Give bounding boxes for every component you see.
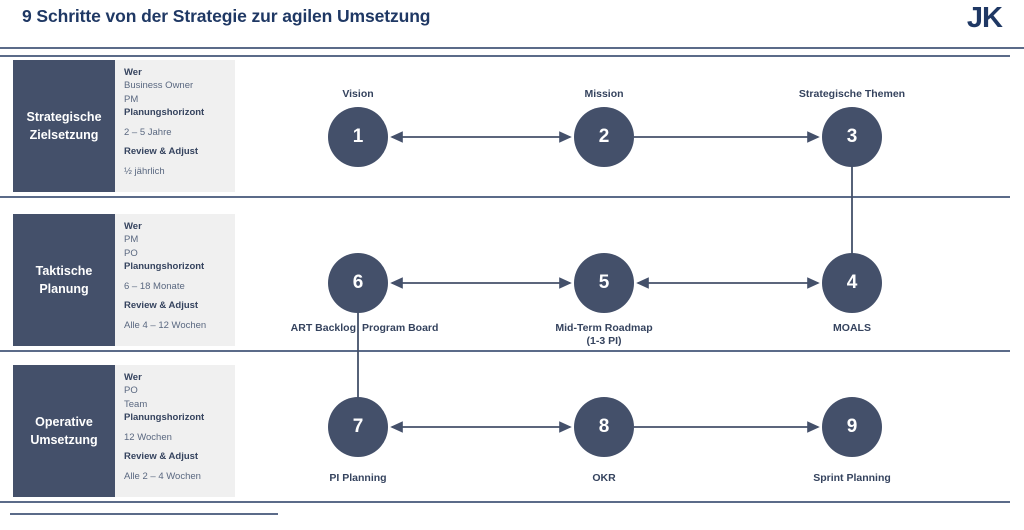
node-2[interactable]: 2 <box>574 107 634 167</box>
phase-label: Strategische Zielsetzung <box>26 109 102 142</box>
node-3[interactable]: 3 <box>822 107 882 167</box>
node-label-okr: OKR <box>592 472 616 484</box>
info-horizon-label: Planungshorizont <box>124 107 205 119</box>
node-label-strategische-themen: Strategische Themen <box>798 88 906 100</box>
node-number: 9 <box>846 416 858 437</box>
node-label-program-board: Program Board <box>362 322 439 334</box>
connector-6-5 <box>388 272 574 294</box>
connector-8-9 <box>634 416 822 438</box>
node-number: 2 <box>598 126 610 147</box>
node-5[interactable]: 5 <box>574 253 634 313</box>
info-who-value: PM <box>124 93 139 105</box>
node-number: 7 <box>352 416 364 437</box>
connector-7-8 <box>388 416 574 438</box>
node-8[interactable]: 8 <box>574 397 634 457</box>
row-divider-3 <box>0 501 1010 503</box>
info-horizon-label: Planungshorizont <box>124 261 205 273</box>
connector-5-4 <box>634 272 822 294</box>
info-review-label: Review & Adjust <box>124 451 199 463</box>
node-label-mission: Mission <box>584 88 624 100</box>
info-review-label: Review & Adjust <box>124 146 199 158</box>
info-who-label: Wer <box>124 221 142 232</box>
node-label-art-backlog: ART Backlog <box>290 322 356 334</box>
node-label-line2: (1-3 PI) <box>586 335 622 348</box>
info-block-tactical: Wer PM PO Planungshorizont 6 – 18 Monate… <box>115 214 235 346</box>
page-title: 9 Schritte von der Strategie zur agilen … <box>22 6 431 26</box>
phase-label: Operative Umsetzung <box>30 414 98 447</box>
node-4[interactable]: 4 <box>822 253 882 313</box>
connector-3-4-vertical <box>842 166 862 270</box>
info-who-label: Wer <box>124 67 142 78</box>
connector-1-2 <box>388 126 574 148</box>
info-review-value: ½ jährlich <box>124 165 165 177</box>
row-divider-2 <box>0 350 1010 352</box>
info-horizon-value: 2 – 5 Jahre <box>124 126 172 138</box>
brand-logo: JK <box>966 2 1003 34</box>
header-rule-bottom <box>0 55 1010 57</box>
node-label-vision: Vision <box>342 88 374 100</box>
node-number: 6 <box>352 272 364 293</box>
node-number: 8 <box>598 416 610 437</box>
header-rule-top <box>0 47 1024 49</box>
info-block-strategic: Wer Business Owner PM Planungshorizont 2… <box>115 60 235 192</box>
phase-block-operational: Operative Umsetzung <box>13 365 115 497</box>
node-label-sprint-planning: Sprint Planning <box>813 472 891 484</box>
node-label-line1: Mid-Term Roadmap <box>555 322 653 334</box>
node-number: 4 <box>846 272 858 293</box>
row-divider-1 <box>0 196 1010 198</box>
info-review-value: Alle 4 – 12 Wochen <box>124 319 207 331</box>
node-number: 1 <box>352 126 364 147</box>
node-label-moals: MOALS <box>833 322 871 334</box>
info-who-label: Wer <box>124 372 142 383</box>
phase-block-strategic: Strategische Zielsetzung <box>13 60 115 192</box>
node-number: 5 <box>598 272 610 293</box>
info-who-value: Team <box>124 398 148 410</box>
phase-block-tactical: Taktische Planung <box>13 214 115 346</box>
info-review-label: Review & Adjust <box>124 300 199 312</box>
node-6[interactable]: 6 <box>328 253 388 313</box>
info-who-value: PM <box>124 234 139 246</box>
node-7[interactable]: 7 <box>328 397 388 457</box>
info-who-value: PO <box>124 247 138 259</box>
node-1[interactable]: 1 <box>328 107 388 167</box>
footer-rule <box>10 513 278 515</box>
info-review-value: Alle 2 – 4 Wochen <box>124 470 201 482</box>
info-who-value: PO <box>124 385 138 397</box>
connector-2-3 <box>634 126 822 148</box>
node-label-pi-planning: PI Planning <box>329 472 387 484</box>
info-who-value: Business Owner <box>124 80 194 92</box>
info-horizon-value: 12 Wochen <box>124 431 172 443</box>
info-horizon-label: Planungshorizont <box>124 412 205 424</box>
node-9[interactable]: 9 <box>822 397 882 457</box>
node-number: 3 <box>846 126 858 147</box>
info-block-operational: Wer PO Team Planungshorizont 12 Wochen R… <box>115 365 235 497</box>
phase-label: Taktische Planung <box>35 263 93 296</box>
info-horizon-value: 6 – 18 Monate <box>124 280 185 292</box>
node-label-mid-term-roadmap: Mid-Term Roadmap (1-3 PI) <box>524 322 684 348</box>
